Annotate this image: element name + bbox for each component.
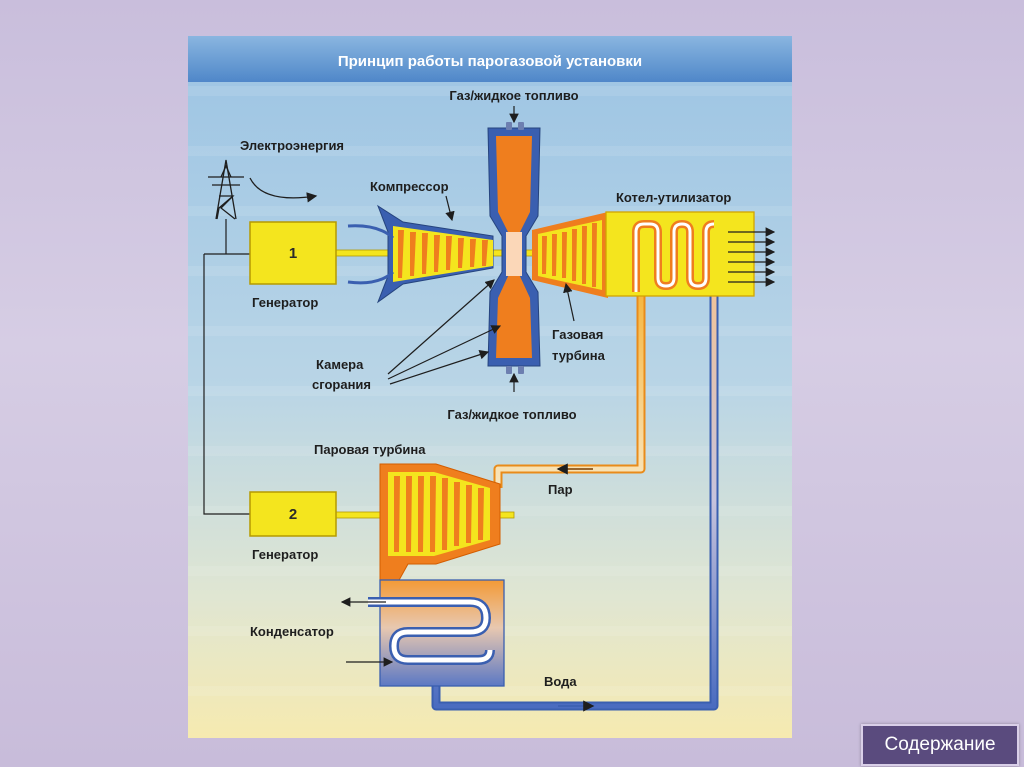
title-bar xyxy=(188,36,792,82)
label-combustion-2: сгорания xyxy=(312,377,371,392)
label-fuel-bottom: Газ/жидкое топливо xyxy=(447,407,576,422)
generator-2 xyxy=(249,491,337,537)
combustion-pointer-1 xyxy=(387,279,495,375)
generator-2-number: 2 xyxy=(289,506,297,523)
gas-turbine-pointer xyxy=(563,282,575,322)
heat-recovery-boiler xyxy=(605,211,755,297)
transmission-tower-icon xyxy=(208,159,244,220)
power-plant-diagram: Принцип работы парогазовой установки Эле… xyxy=(188,36,792,738)
combustion-pointer-3 xyxy=(389,350,490,385)
generator-1-number: 1 xyxy=(289,245,297,262)
label-generator-2: Генератор xyxy=(252,547,318,562)
condenser xyxy=(368,579,505,687)
diagram-panel: Принцип работы парогазовой установки Эле… xyxy=(188,36,792,738)
electricity-arrow xyxy=(249,177,318,203)
generator-1 xyxy=(249,221,337,285)
label-water: Вода xyxy=(544,674,577,689)
label-steam: Пар xyxy=(548,482,573,497)
combustion-chamber xyxy=(487,127,541,367)
air-intake-arrow-top xyxy=(347,224,395,240)
diagram-title: Принцип работы парогазовой установки xyxy=(338,53,642,70)
label-gas-turbine-1: Газовая xyxy=(552,327,603,342)
exhaust-arrows xyxy=(728,227,776,287)
compressor xyxy=(376,204,494,304)
gas-turbine xyxy=(532,212,608,298)
label-combustion-1: Камера xyxy=(316,357,364,372)
label-compressor: Компрессор xyxy=(370,179,449,194)
label-condenser: Конденсатор xyxy=(250,624,334,639)
air-intake-arrow-bottom xyxy=(347,270,395,285)
steam-turbine xyxy=(379,463,501,583)
label-electricity: Электроэнергия xyxy=(240,138,344,153)
label-gas-turbine-2: турбина xyxy=(552,348,606,363)
contents-button[interactable]: Содержание xyxy=(861,724,1019,766)
label-steam-turbine: Паровая турбина xyxy=(314,442,426,457)
label-boiler: Котел-утилизатор xyxy=(616,190,731,205)
combustion-pointer-2 xyxy=(387,325,502,380)
label-generator-1: Генератор xyxy=(252,295,318,310)
compressor-pointer xyxy=(445,195,455,222)
power-wire xyxy=(203,254,250,515)
fuel-nozzles xyxy=(506,122,524,374)
label-fuel-top: Газ/жидкое топливо xyxy=(449,88,578,103)
